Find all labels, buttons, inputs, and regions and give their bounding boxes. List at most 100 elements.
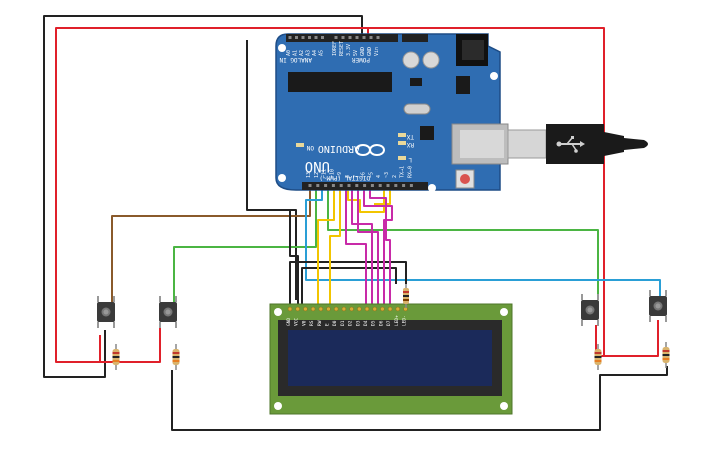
led-rx <box>398 141 406 145</box>
power-label: POWER <box>352 56 370 63</box>
lcd-pin[interactable] <box>341 306 347 312</box>
resistor[interactable] <box>172 344 180 370</box>
push-button[interactable] <box>97 296 115 328</box>
led-tx <box>398 133 406 137</box>
power-pin-label: RESET <box>339 41 345 56</box>
wire-green-left[interactable] <box>173 190 317 305</box>
analog-pin-label: A3 <box>306 50 312 56</box>
wire-green-right[interactable] <box>327 190 599 300</box>
digital-pin-label: ~6 <box>361 172 367 178</box>
wire-yellow-4[interactable] <box>374 190 391 205</box>
analog-pin-label: A4 <box>312 50 318 56</box>
on-label: ON <box>306 144 314 151</box>
lcd-pin[interactable] <box>387 306 393 312</box>
resistor[interactable] <box>112 344 120 370</box>
lcd-pin[interactable] <box>380 306 385 312</box>
lcd-screen <box>288 330 492 386</box>
wire-5v-left[interactable] <box>55 27 369 363</box>
wire-black-lcd-1[interactable] <box>289 261 407 308</box>
mount-hole <box>278 174 286 182</box>
lcd-pin-label: RS <box>309 320 315 326</box>
wire-magenta-3[interactable] <box>363 190 393 308</box>
wire-5v-left-b[interactable] <box>100 322 161 363</box>
mount-hole <box>500 308 508 316</box>
lcd-pin[interactable] <box>333 306 339 312</box>
lcd-pin[interactable] <box>357 306 362 312</box>
digital-pin-label: ~9 <box>337 172 343 178</box>
mount-hole <box>278 44 286 52</box>
crystal <box>403 103 431 115</box>
wire-gnd-bottom[interactable] <box>171 366 668 431</box>
wire-magenta-1[interactable] <box>351 190 373 308</box>
analog-pin-label: A1 <box>293 50 299 56</box>
digital-pin-label: 13 <box>306 172 312 178</box>
digital-label: DIGITAL (PWM~) <box>319 174 370 181</box>
board-model: UNO <box>305 158 330 174</box>
board-brand: ARDUINO <box>318 143 360 154</box>
lcd-pin[interactable] <box>395 306 401 312</box>
lcd-pin[interactable] <box>318 306 324 312</box>
arduino-uno-board[interactable]: ARDUINO UNO ON TX RX L DIGITAL (PWM~) PO… <box>275 33 509 192</box>
wire-yellow-2[interactable] <box>329 190 341 308</box>
digital-pin-label: TX→1 <box>400 166 406 178</box>
wire-yellow-1[interactable] <box>317 190 335 308</box>
digital-pin-label: 2 <box>392 175 398 178</box>
digital-pin-label: 7 <box>353 175 359 178</box>
lcd-pin-label: E <box>325 323 331 326</box>
wire-magenta-4[interactable] <box>369 190 391 308</box>
digital-pin-label: ~5 <box>368 172 374 178</box>
lcd-pin[interactable] <box>303 306 308 312</box>
lcd-pin-label: D6 <box>378 320 384 326</box>
wire-5v-right-b[interactable] <box>604 320 659 357</box>
lcd-pin[interactable] <box>310 306 316 312</box>
push-button[interactable] <box>159 296 177 328</box>
lcd-pin[interactable] <box>326 306 331 312</box>
lcd-pin[interactable] <box>349 306 354 312</box>
lcd-pin-label: D0 <box>332 320 338 326</box>
lcd-resistor[interactable] <box>403 284 409 308</box>
wire-brown[interactable] <box>111 190 311 305</box>
capacitor <box>402 51 420 69</box>
lcd-pin[interactable] <box>372 306 377 312</box>
mount-hole <box>274 308 282 316</box>
push-button[interactable] <box>649 290 667 322</box>
resistor[interactable] <box>594 344 602 370</box>
wire-gnd-left-outer[interactable] <box>43 15 363 378</box>
lcd-pin-label: GND <box>286 318 292 326</box>
mount-hole <box>428 184 436 192</box>
header-misc <box>402 34 428 42</box>
digital-pin-label: RX←0 <box>407 166 413 178</box>
lcd-pin[interactable] <box>295 306 300 312</box>
usb-plug-metal <box>507 129 547 159</box>
wire-magenta-2[interactable] <box>357 190 379 308</box>
analog-pin-label: A5 <box>319 50 325 56</box>
usb-chip <box>420 126 434 140</box>
usb-icon <box>556 136 585 153</box>
mount-hole <box>500 402 508 410</box>
regulator <box>456 76 470 94</box>
power-pin-label: GND <box>367 47 373 56</box>
wire-blue[interactable] <box>305 190 661 298</box>
power-pin-label: Vin <box>374 47 380 56</box>
lcd-pin-label: D5 <box>371 320 377 326</box>
push-button[interactable] <box>581 294 599 326</box>
capacitor <box>422 51 440 69</box>
analog-pin-label: A0 <box>286 50 292 56</box>
wire-yellow-3[interactable] <box>347 190 385 213</box>
wire-black-lcd-3[interactable] <box>289 210 299 308</box>
wire-black-lcd-2[interactable] <box>301 267 397 308</box>
mount-hole <box>490 72 498 80</box>
lcd-pin[interactable] <box>364 306 370 312</box>
usb-cable[interactable] <box>507 124 648 164</box>
wire-magenta-5[interactable] <box>345 190 367 308</box>
resistor[interactable] <box>662 342 670 368</box>
lcd-pin[interactable] <box>287 306 293 312</box>
l-label: L <box>408 156 412 163</box>
